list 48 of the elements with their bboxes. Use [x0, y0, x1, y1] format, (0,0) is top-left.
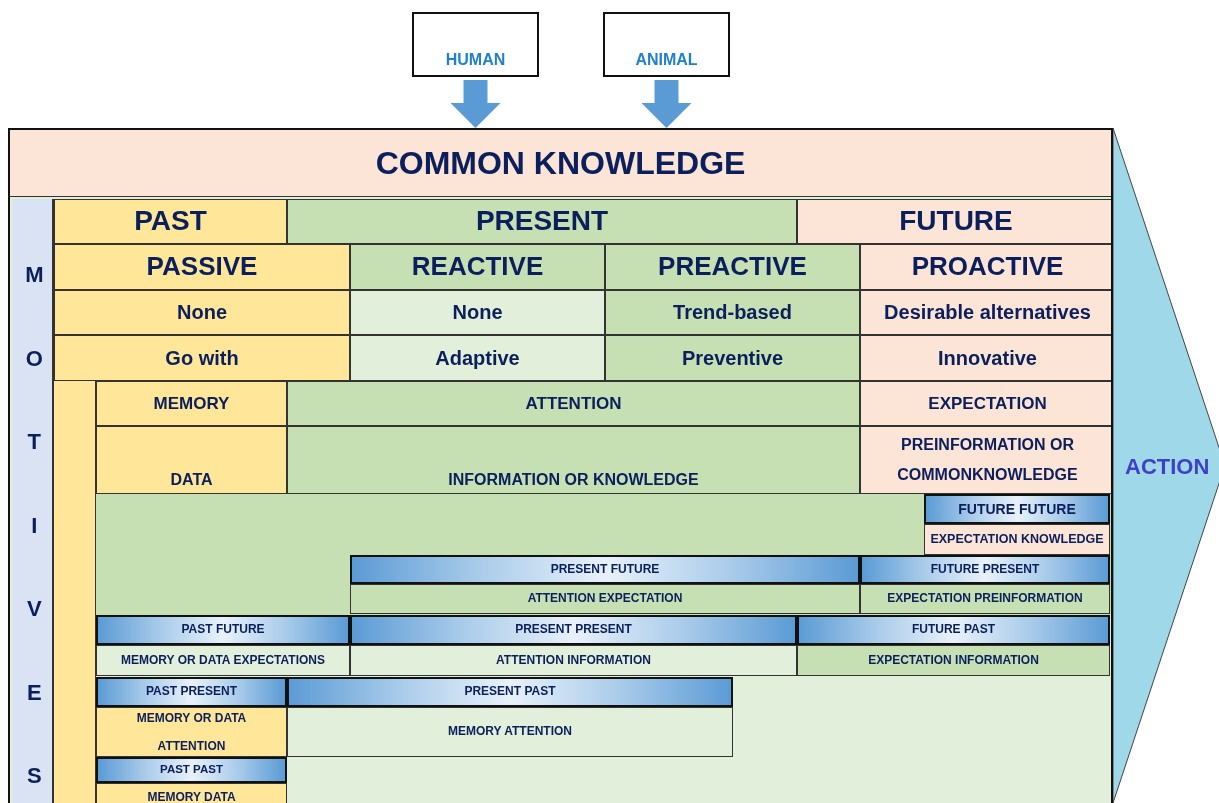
- gradient-bar: PRESENT PAST: [287, 677, 733, 707]
- table-cell: EXPECTATION PREINFORMATION: [860, 584, 1110, 614]
- table-cell: PROACTIVE: [860, 244, 1111, 290]
- table-cell: Innovative: [860, 335, 1111, 381]
- gradient-bar: FUTURE PAST: [797, 615, 1110, 645]
- table-cell: EXPECTATION KNOWLEDGE: [924, 524, 1110, 555]
- block-arrow: [450, 80, 501, 128]
- table-cell: PRESENT: [287, 199, 797, 244]
- table-cell: Adaptive: [350, 335, 605, 381]
- table-cell: PASSIVE: [54, 244, 350, 290]
- gradient-bar: PAST PAST: [96, 757, 287, 783]
- table-cell: None: [54, 290, 350, 335]
- gradient-bar: PAST FUTURE: [96, 615, 350, 645]
- table-cell: MEMORY: [96, 381, 287, 426]
- table-cell: ATTENTION EXPECTATION: [350, 584, 860, 614]
- table-cell: ATTENTION INFORMATION: [350, 645, 797, 676]
- table-cell: EXPECTATION INFORMATION: [797, 645, 1110, 676]
- table-cell: Go with: [54, 335, 350, 381]
- table-cell: REACTIVE: [350, 244, 605, 290]
- block-arrow: [641, 80, 692, 128]
- table-cell: FUTURE: [797, 199, 1111, 244]
- table-cell: EXPECTATION: [860, 381, 1111, 426]
- table-cell: MEMORY DATA: [96, 783, 287, 803]
- gradient-bar: PRESENT PRESENT: [350, 615, 797, 645]
- table-cell: MEMORY OR DATA EXPECTATIONS: [96, 645, 350, 676]
- table-cell: Trend-based: [605, 290, 860, 335]
- action-label: ACTION: [1125, 456, 1210, 478]
- table-cell: DATA: [96, 426, 287, 494]
- table-cell: None: [350, 290, 605, 335]
- table-cell: PREINFORMATION OR COMMONKNOWLEDGE: [860, 426, 1111, 494]
- source-box: HUMAN: [412, 12, 539, 77]
- gradient-bar: PAST PRESENT: [96, 677, 287, 707]
- vertical-text: MOTIVES: [25, 261, 44, 790]
- table-cell: MEMORY OR DATA ATTENTION: [96, 707, 287, 757]
- table-cell: PREACTIVE: [605, 244, 860, 290]
- table-frame: [8, 128, 1113, 803]
- gradient-bar: FUTURE FUTURE: [924, 494, 1110, 524]
- table-cell: ATTENTION: [287, 381, 860, 426]
- gradient-bar: PRESENT FUTURE: [350, 555, 860, 584]
- table-cell: MEMORY ATTENTION: [287, 707, 733, 757]
- table-cell: Desirable alternatives: [860, 290, 1111, 335]
- gradient-bar: FUTURE PRESENT: [860, 555, 1110, 584]
- table-cell: INFORMATION OR KNOWLEDGE: [287, 426, 860, 494]
- column-band: [54, 381, 96, 803]
- source-box: ANIMAL: [603, 12, 730, 77]
- table-cell: PAST: [54, 199, 287, 244]
- title-band: COMMON KNOWLEDGE: [10, 130, 1111, 197]
- table-cell: Preventive: [605, 335, 860, 381]
